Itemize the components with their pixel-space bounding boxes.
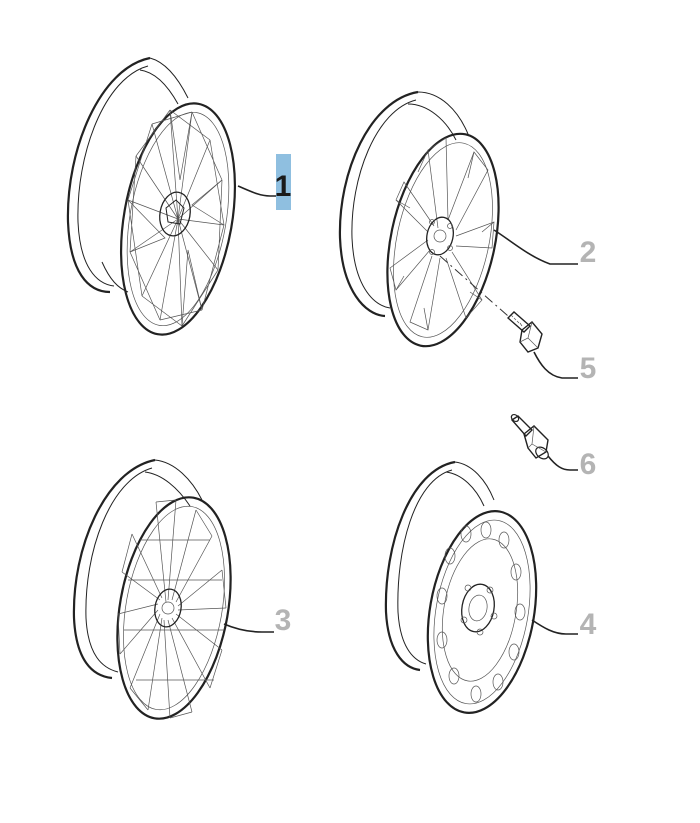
callout-label-2[interactable]: 2 [580, 236, 597, 269]
alloy-wheel-multispoke-icon[interactable] [72, 458, 247, 728]
leader-line-5 [533, 351, 578, 379]
leader-line-6 [547, 455, 578, 471]
multi-spokes [117, 499, 227, 719]
callout-label-5[interactable]: 5 [580, 352, 597, 385]
callout-highlight-1 [276, 154, 291, 210]
alloy-wheel-spoke-icon[interactable] [338, 90, 516, 356]
callout-label-1[interactable]: 1 [275, 170, 292, 203]
leader-line-3 [223, 623, 274, 633]
steel-wheel-icon[interactable] [384, 460, 551, 721]
bolt-axis-line [439, 255, 509, 317]
leader-line-1 [237, 185, 276, 197]
wheel-bolt-icon[interactable] [506, 311, 543, 353]
alloy-wheel-mesh-icon[interactable] [66, 56, 252, 344]
callout-label-6[interactable]: 6 [580, 448, 597, 481]
mesh-spokes [127, 109, 225, 327]
leader-line-2 [493, 229, 578, 265]
callout-label-3[interactable]: 3 [275, 604, 292, 637]
tire-valve-icon[interactable] [510, 413, 551, 461]
leader-line-4 [531, 619, 578, 635]
split-spokes [389, 137, 495, 331]
vent-holes [436, 521, 526, 703]
callout-label-4[interactable]: 4 [580, 608, 597, 641]
